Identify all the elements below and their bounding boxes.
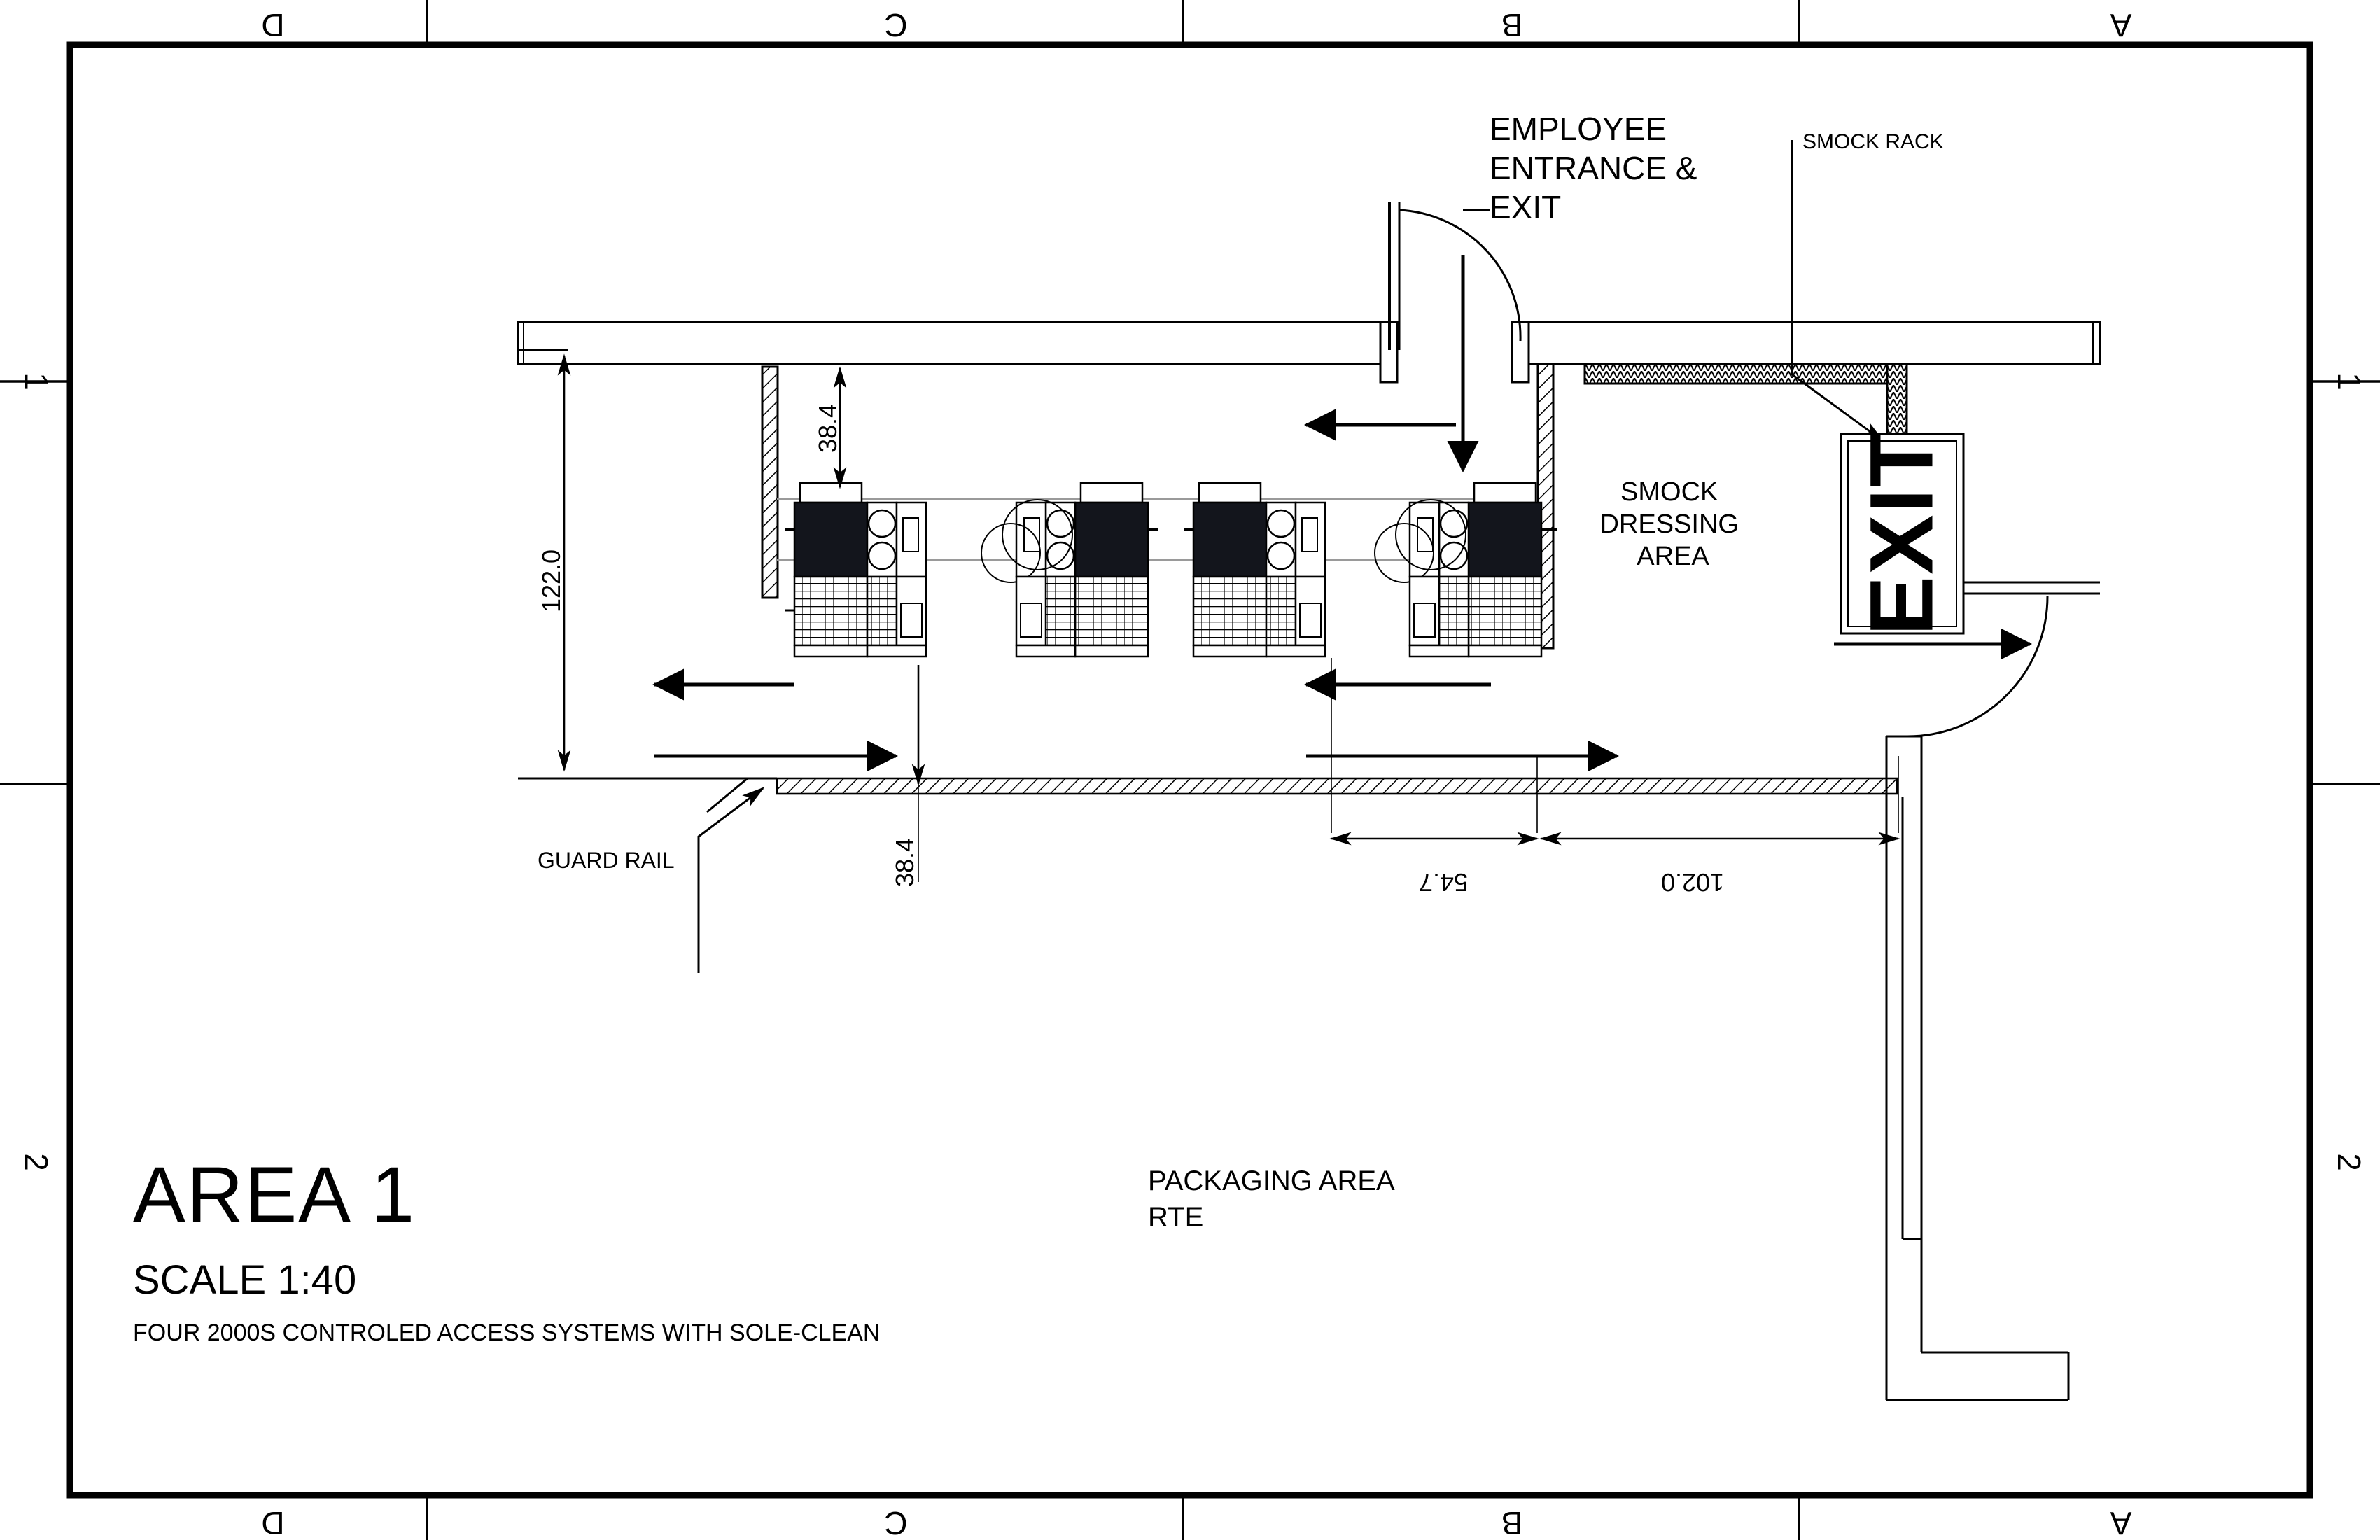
guard-rail-wall xyxy=(706,777,1898,813)
employee-entrance-line-2: EXIT xyxy=(1490,189,1561,225)
grid-label-bottom-2: B xyxy=(1502,1505,1523,1540)
smock-dressing-line-0: SMOCK xyxy=(1620,477,1718,507)
dim-line-54-7 xyxy=(1329,658,1539,846)
annotation-guard-rail: GUARD RAIL xyxy=(538,848,675,873)
exit-sign-text: EXIT xyxy=(1852,431,1952,636)
access-system-unit-3 xyxy=(1184,482,1326,658)
overhead-band-left xyxy=(517,321,1398,365)
grid-labels-bottom: D C B A xyxy=(261,1505,2132,1540)
grid-labels-top: D C B A xyxy=(261,7,2132,43)
grid-label-bottom-3: A xyxy=(2110,1505,2132,1540)
exit-sign: EXIT xyxy=(1840,431,1965,636)
entrance-door-swing xyxy=(1388,202,1522,350)
access-system-unit-4 xyxy=(1374,482,1557,658)
smock-dressing-line-1: DRESSING xyxy=(1600,510,1738,539)
dimension-lines xyxy=(518,349,1900,882)
page-title: AREA 1 xyxy=(133,1151,416,1238)
grid-label-left-0: 1 xyxy=(18,372,55,391)
annotation-smock-dressing-area: SMOCK DRESSING AREA xyxy=(1600,477,1746,571)
equipment-row xyxy=(785,482,1557,658)
dim-text-102-0: 102.0 xyxy=(1661,868,1724,897)
grid-label-top-3: A xyxy=(2110,7,2132,43)
smock-dressing-line-2: AREA xyxy=(1637,542,1709,571)
dim-text-38-4-upper: 38.4 xyxy=(813,404,842,453)
access-system-unit-2 xyxy=(981,482,1158,658)
leader-smock-rack xyxy=(1791,140,1885,442)
packaging-area-line-1: RTE xyxy=(1148,1202,1203,1233)
grid-labels-left: 1 2 xyxy=(18,372,55,1171)
grid-label-right-1: 2 xyxy=(2331,1153,2367,1171)
leader-lines xyxy=(697,140,1885,973)
employee-entrance-line-0: EMPLOYEE xyxy=(1490,111,1667,147)
svg-text:SMOCK DRESSING ARE: SMOCK DRESSING AREA xyxy=(1600,477,1746,571)
dim-line-102-0 xyxy=(1539,756,1900,846)
annotation-packaging-area: PACKAGING AREA RTE xyxy=(1148,1166,1401,1233)
sheet-border xyxy=(66,41,2314,1499)
guard-rail-label: GUARD RAIL xyxy=(538,848,675,873)
access-system-unit-1 xyxy=(785,482,927,658)
svg-text:PACKAGING AREA RTE: PACKAGING AREA RTE xyxy=(1148,1166,1401,1233)
partition-wall-left xyxy=(761,365,779,599)
grid-label-right-0: 1 xyxy=(2331,372,2367,391)
grid-labels-right: 1 2 xyxy=(2331,372,2367,1171)
subtitle-label: FOUR 2000S CONTROLED ACCESS SYSTEMS WITH… xyxy=(133,1320,880,1346)
smock-rack-label: SMOCK RACK xyxy=(1802,130,1944,153)
dim-text-54-7: 54.7 xyxy=(1419,868,1468,897)
grid-label-bottom-1: C xyxy=(884,1505,907,1540)
grid-label-top-0: D xyxy=(261,7,284,43)
packaging-area-line-0: PACKAGING AREA xyxy=(1148,1166,1395,1196)
flow-arrows xyxy=(652,255,2033,772)
annotation-employee-entrance-exit: EMPLOYEE ENTRANCE & EXIT xyxy=(1490,111,1706,225)
dimension-texts: 122.0 38.4 38.4 54.7 102.0 xyxy=(537,404,1724,897)
overhead-band-right xyxy=(1525,321,2101,365)
annotation-smock-rack: SMOCK RACK xyxy=(1802,130,1944,153)
dim-line-122-0 xyxy=(518,349,571,779)
grid-label-top-1: C xyxy=(884,7,907,43)
leader-guard-rail xyxy=(697,787,765,973)
dim-text-38-4-lower: 38.4 xyxy=(890,838,919,887)
grid-label-left-1: 2 xyxy=(18,1153,55,1171)
employee-entrance-line-1: ENTRANCE & xyxy=(1490,150,1697,186)
title-block: AREA 1 SCALE 1:40 FOUR 2000S CONTROLED A… xyxy=(133,1151,880,1346)
svg-text:EMPLOYEE ENTRANCE &: EMPLOYEE ENTRANCE & EXIT xyxy=(1490,111,1706,225)
dim-text-122-0: 122.0 xyxy=(537,550,566,612)
grid-label-top-2: B xyxy=(1502,7,1523,43)
scale-label: SCALE 1:40 xyxy=(133,1257,356,1303)
grid-label-bottom-0: D xyxy=(261,1505,284,1540)
